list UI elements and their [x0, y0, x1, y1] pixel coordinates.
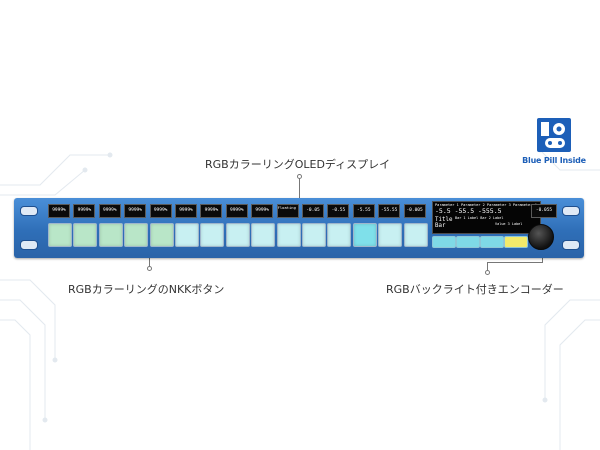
callout-keys-label: RGBカラーリングのNKKボタン	[68, 283, 225, 296]
encoder-button-3[interactable]	[480, 236, 504, 248]
mount-hole-icon	[562, 240, 580, 250]
key-oled-display: -5.55	[352, 204, 375, 218]
key-column: 9999%	[200, 204, 225, 247]
nkk-key-button[interactable]	[403, 223, 428, 247]
key-column: -0.55	[327, 204, 352, 247]
callout-oled-label: RGBカラーリングOLEDディスプレイ	[205, 158, 391, 171]
mount-hole-icon	[20, 240, 38, 250]
key-column: 9999%	[251, 204, 276, 247]
key-column: 9999%	[48, 204, 72, 247]
key-oled-display: 9999%	[124, 204, 147, 218]
nkk-key-button[interactable]	[225, 223, 250, 247]
leader-dot-encoder	[485, 270, 490, 275]
nkk-key-button[interactable]	[175, 223, 199, 247]
key-oled-display: 9999%	[251, 204, 274, 218]
key-oled-display: -0.005	[403, 204, 426, 218]
key-oled-display: 9999%	[175, 204, 197, 218]
rack-panel: 9999%9999%9999%9999%9999%9999%9999%9999%…	[14, 198, 584, 258]
display-title-line1: Title	[435, 217, 453, 223]
mount-hole-icon	[562, 206, 580, 216]
rotary-encoder-knob[interactable]	[528, 224, 554, 250]
key-oled-display: 9999%	[48, 204, 70, 218]
encoder-oled: -0.055	[531, 204, 557, 218]
key-column: 9999%	[225, 204, 250, 247]
nkk-key-button[interactable]	[73, 223, 98, 247]
key-column: -0.05	[302, 204, 326, 247]
logo-text: Blue Pill Inside	[522, 156, 586, 165]
key-column: 9999%	[149, 204, 174, 247]
leader-encoder-v	[487, 262, 488, 272]
key-column: -0.005	[403, 204, 428, 247]
key-oled-display: -0.55	[327, 204, 350, 218]
leader-encoder-h	[487, 262, 543, 263]
encoder-button-1[interactable]	[432, 236, 456, 248]
display-tabs: Parameter 1 Parameter 2 Parameter 3 Para…	[435, 203, 537, 207]
nkk-key-button[interactable]	[276, 223, 301, 247]
main-oled-display: Parameter 1 Parameter 2 Parameter 3 Para…	[432, 201, 541, 234]
encoder-button-2[interactable]	[456, 236, 480, 248]
display-title: Title Bar	[435, 217, 452, 229]
blue-pill-logo-icon	[537, 118, 571, 152]
display-bar-labels: Bar 1 Label Bar 2 Label	[455, 216, 504, 220]
nkk-key-button[interactable]	[200, 223, 225, 247]
rack-ear-left	[14, 198, 42, 258]
display-values: -5.5 -55.5 -555.5	[435, 207, 502, 215]
nkk-key-button[interactable]	[352, 223, 377, 247]
key-oled-display: 9999%	[73, 204, 96, 218]
key-column: 9999%	[175, 204, 199, 247]
mount-hole-icon	[20, 206, 38, 216]
nkk-key-button[interactable]	[48, 223, 72, 247]
display-sub-label: Value 3 Label	[495, 222, 523, 226]
key-column: 9999%	[124, 204, 149, 247]
leader-dot-oled	[297, 174, 302, 179]
key-oled-display: Floating Point	[276, 204, 299, 218]
nkk-key-button[interactable]	[149, 223, 174, 247]
leader-keys	[149, 258, 150, 270]
nkk-key-button[interactable]	[302, 223, 326, 247]
leader-oled	[299, 178, 300, 198]
nkk-key-button[interactable]	[251, 223, 276, 247]
key-oled-display: 9999%	[200, 204, 223, 218]
leader-dot-keys	[147, 266, 152, 271]
key-column: Floating Point	[276, 204, 301, 247]
nkk-key-button[interactable]	[327, 223, 352, 247]
key-oled-display: 9999%	[149, 204, 172, 218]
display-title-line2: Bar	[435, 223, 446, 229]
key-oled-display: -55.55	[378, 204, 401, 218]
key-column: -5.55	[352, 204, 377, 247]
key-oled-display: 9999%	[225, 204, 248, 218]
key-column: 9999%	[73, 204, 98, 247]
callout-encoder-label: RGBバックライト付きエンコーダー	[386, 283, 564, 296]
encoder-button-4[interactable]	[504, 236, 528, 248]
nkk-key-button[interactable]	[98, 223, 123, 247]
nkk-key-button[interactable]	[378, 223, 403, 247]
nkk-key-button[interactable]	[124, 223, 149, 247]
key-oled-display: -0.05	[302, 204, 324, 218]
brand-logo: Blue Pill Inside	[520, 118, 588, 165]
rack-ear-right	[556, 198, 584, 258]
leader-encoder-v2	[542, 256, 543, 263]
key-column: 9999%	[98, 204, 123, 247]
key-oled-display: 9999%	[98, 204, 121, 218]
key-column: -55.55	[378, 204, 403, 247]
